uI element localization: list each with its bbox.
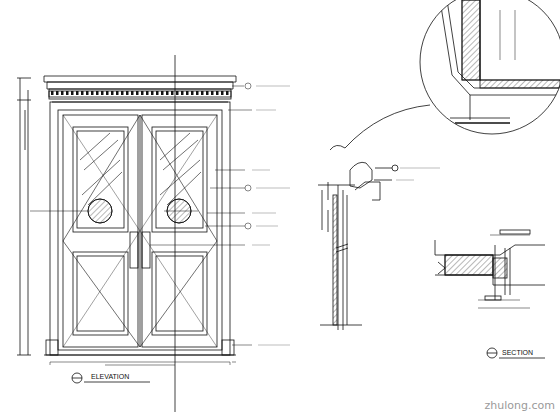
watermark: zhulong.com — [484, 400, 556, 411]
view-title: ELEVATION — [90, 373, 130, 380]
view-title: SECTION — [501, 349, 534, 356]
